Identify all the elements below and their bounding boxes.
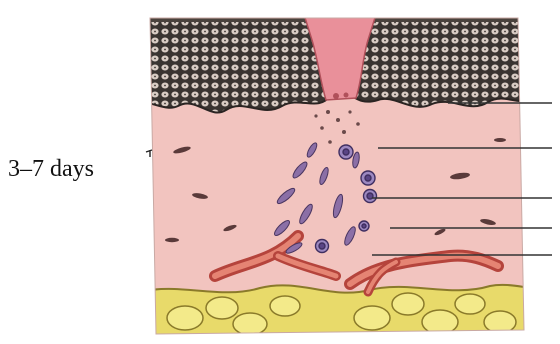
- left-tick-mark: [146, 150, 152, 157]
